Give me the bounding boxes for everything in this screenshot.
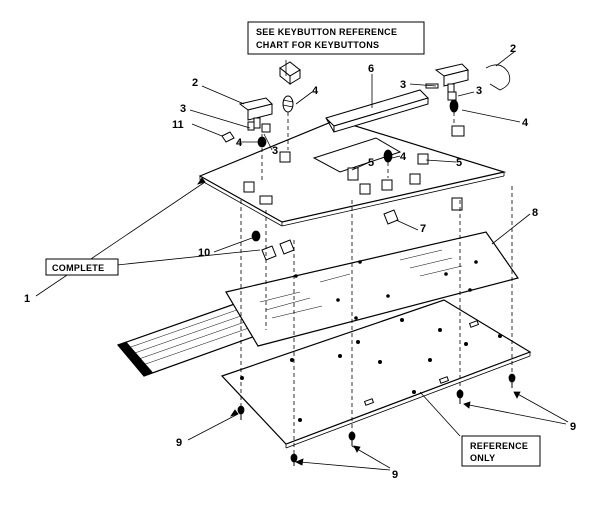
callout-3-left-b: 3: [272, 145, 278, 157]
callout-7: 7: [420, 223, 426, 235]
screw-right-b: [456, 389, 464, 404]
callout-10: 10: [198, 247, 210, 259]
callout-3-left-a: 3: [180, 103, 186, 115]
arrowheads: [197, 177, 521, 466]
callout-9-bottom: 9: [392, 469, 398, 481]
screw-left: [237, 405, 245, 420]
alignment-lines: [240, 112, 513, 454]
screws: [237, 373, 516, 466]
callout-4-left-a: 4: [236, 137, 243, 149]
keybutton-note-line-2: CHART FOR KEYBUTTONS: [256, 40, 379, 50]
bottom-plate: [220, 299, 532, 449]
small-part-11: [221, 131, 235, 143]
bottom-plate-slots: [363, 320, 480, 406]
callout-3-right-b: 3: [476, 85, 482, 97]
callout-2-right: 2: [510, 43, 516, 55]
switch-base-center: [347, 153, 429, 195]
screw-bottom-center: [348, 431, 356, 446]
callout-5-left: 5: [368, 157, 374, 169]
callout-9-left: 9: [176, 437, 182, 449]
keybutton-right: [434, 63, 511, 93]
connector-7-left: [261, 239, 295, 261]
callout-4-left-b: 4: [312, 85, 319, 97]
callout-4-right: 4: [522, 117, 529, 129]
membrane-dots: [294, 260, 478, 320]
spring-center: [383, 149, 393, 163]
membrane-circuit-sheet: [225, 231, 519, 347]
bottom-plate-holes: [239, 317, 502, 422]
screw-bottom-left: [290, 453, 298, 466]
complete-label: COMPLETE: [52, 263, 104, 273]
callout-6: 6: [368, 63, 374, 75]
reference-only-line-1: REFERENCE: [470, 441, 528, 451]
spring-right: [449, 99, 459, 113]
slider-left: [247, 121, 271, 133]
reference-only-box: REFERENCE ONLY: [461, 435, 541, 467]
keycap-top: [279, 61, 301, 86]
switch-base-right: [451, 125, 465, 211]
callout-8: 8: [532, 207, 538, 219]
switch-components: [221, 61, 511, 261]
callout-numbers: 1 2 2 3 3 3 3 4 4 4 4 5 5 6 7 8 9 9 9 10…: [24, 43, 576, 481]
keybutton-left: [238, 97, 273, 129]
long-key-bar: [325, 89, 429, 133]
reference-only-line-2: ONLY: [470, 453, 495, 463]
cable-connector-contacts: [117, 341, 153, 377]
callout-3-right-a: 3: [400, 79, 406, 91]
callout-9-right: 9: [570, 421, 576, 433]
callout-5-right: 5: [456, 157, 462, 169]
complete-label-box: COMPLETE: [45, 258, 119, 276]
keybutton-note-line-1: SEE KEYBUTTON REFERENCE: [256, 27, 397, 37]
switch-base-left: [243, 151, 291, 205]
clip-part-10: [251, 230, 261, 242]
spring-top-left: [282, 95, 294, 113]
membrane-hatching: [259, 249, 463, 319]
callout-2-left: 2: [192, 77, 198, 89]
connector-7-center: [383, 209, 399, 225]
callout-1: 1: [24, 293, 30, 305]
top-plate-cutout: [312, 137, 402, 173]
keybutton-reference-note: SEE KEYBUTTON REFERENCE CHART FOR KEYBUT…: [247, 21, 425, 55]
screw-right-a: [508, 373, 516, 388]
callout-4-center: 4: [400, 151, 407, 163]
callout-11: 11: [172, 119, 184, 131]
